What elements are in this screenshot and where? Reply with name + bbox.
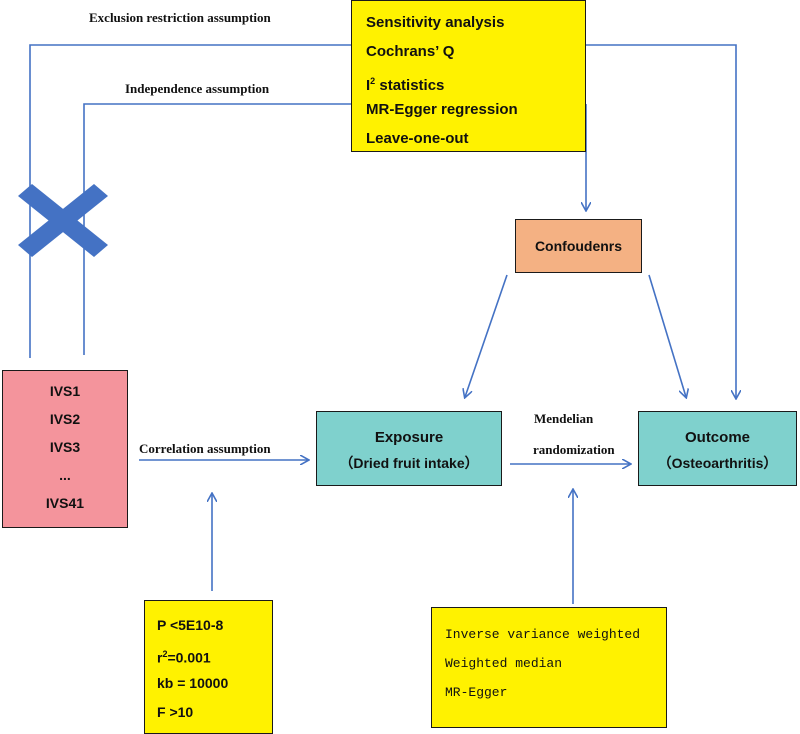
outcome-subtitle: （Osteoarthritis） <box>657 455 778 471</box>
randomization-label: randomization <box>533 442 615 457</box>
method-egger: MR-Egger regression <box>366 101 518 118</box>
criterion-r2-rest: =0.001 <box>167 649 211 666</box>
criterion-kb: kb = 10000 <box>157 675 229 691</box>
violation-cross-icon <box>18 184 108 257</box>
ivs-item-2: IVS2 <box>49 411 81 427</box>
sensitivity-methods-box: Sensitivity analysis Cochrans’ Q I2 stat… <box>351 0 586 152</box>
exclusion-right-arrow <box>586 44 736 398</box>
independence-assumption-label: Independence assumption <box>125 81 270 96</box>
estimator-weighted-median: Weighted median <box>445 656 563 671</box>
exclusion-assumption-label: Exclusion restriction assumption <box>89 10 271 25</box>
exposure-box: Exposure （Dried fruit intake） <box>316 411 502 486</box>
estimator-ivw: Inverse variance weighted <box>445 627 641 642</box>
exposure-subtitle: （Dried fruit intake） <box>339 455 479 471</box>
criterion-r2: r2=0.001 <box>157 644 272 673</box>
ivs-item-41: IVS41 <box>45 495 85 511</box>
criterion-r2-base: r <box>157 649 163 666</box>
criterion-p: P <5E10-8 <box>157 617 224 633</box>
estimator-mr-egger: MR-Egger <box>445 685 508 700</box>
criterion-f: F >10 <box>157 704 194 720</box>
mendelian-label: Mendelian <box>534 411 594 426</box>
method-i2-base: I <box>366 77 371 94</box>
outcome-title: Outcome <box>684 429 750 446</box>
outcome-box: Outcome （Osteoarthritis） <box>638 411 797 486</box>
method-i2: I2 statistics <box>366 71 585 100</box>
ivs-item-ellipsis: ... <box>59 467 71 483</box>
ivs-item-1: IVS1 <box>49 383 81 399</box>
independence-left-line <box>83 103 351 355</box>
iv-selection-criteria-box: P <5E10-8 r2=0.001 kb = 10000 F >10 <box>144 600 273 734</box>
cross-stroke-2 <box>18 184 108 257</box>
method-i2-sup: 2 <box>370 76 376 86</box>
correlation-assumption-label: Correlation assumption <box>139 441 271 456</box>
method-sensitivity: Sensitivity analysis <box>366 14 505 31</box>
mr-estimators-box: Inverse variance weighted Weighted media… <box>431 607 667 728</box>
confounder-exposure-arrow <box>465 274 508 397</box>
method-loo: Leave-one-out <box>366 130 469 147</box>
exposure-title: Exposure <box>374 429 444 446</box>
ivs-item-3: IVS3 <box>49 439 81 455</box>
confounder-outcome-arrow <box>648 274 686 397</box>
confounders-label: Confoudenrs <box>534 238 623 254</box>
confounders-box: Confoudenrs <box>515 219 642 273</box>
criterion-r2-sup: 2 <box>162 649 168 659</box>
instrumental-variables-box: IVS1 IVS2 IVS3 ... IVS41 <box>2 370 128 528</box>
method-cochran: Cochrans’ Q <box>366 43 455 60</box>
method-i2-rest: statistics <box>375 77 445 94</box>
